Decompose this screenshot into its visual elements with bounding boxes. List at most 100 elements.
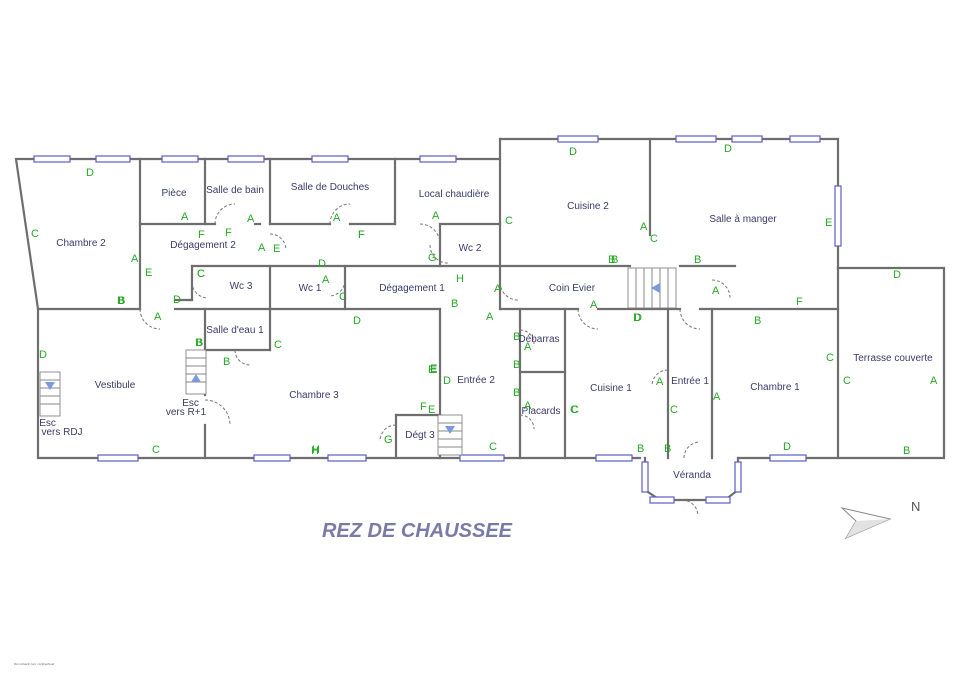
room-label: Dégagement 2 xyxy=(170,240,236,251)
wall-label: B xyxy=(118,295,125,307)
room-label: Dégt 3 xyxy=(405,430,435,441)
wall-label: A xyxy=(181,211,189,223)
wall-label: C xyxy=(505,215,513,227)
wall-label: C xyxy=(274,339,282,351)
wall-label: F xyxy=(198,229,205,241)
room-label-part: Esc xyxy=(39,418,56,429)
wall-label: A xyxy=(258,242,266,254)
wall-label: C xyxy=(489,441,497,453)
wall-label: C xyxy=(570,404,578,416)
room-label: Chambre 1 xyxy=(750,382,800,393)
wall-label: A xyxy=(640,221,648,233)
wall-label: D xyxy=(443,375,451,387)
doors xyxy=(139,203,731,517)
wall-label: G xyxy=(428,252,437,264)
room-label: Chambre 3 xyxy=(289,390,339,401)
wall-label: A xyxy=(247,213,255,225)
room-label: Dégagement 1 xyxy=(379,283,445,294)
room-label: Terrasse couverte xyxy=(853,353,933,364)
wall-label: D xyxy=(173,294,181,306)
wall-label: B xyxy=(195,337,202,349)
wall-label: B xyxy=(118,295,125,307)
wall-label: D xyxy=(39,349,47,361)
wall-label: C xyxy=(571,404,579,416)
wall-label: F xyxy=(420,401,427,413)
room-label: Débarras xyxy=(518,334,559,345)
wall-label: E xyxy=(273,243,280,255)
wall-label: C xyxy=(650,233,658,245)
footnote: Document non contractuel xyxy=(14,662,54,666)
wall-label: B xyxy=(223,356,230,368)
wall-label: E xyxy=(430,363,437,375)
wall-label: B xyxy=(754,315,761,327)
wall-label: B xyxy=(513,387,520,399)
wall-label: D xyxy=(724,143,732,155)
wall-label: D xyxy=(86,167,94,179)
wall-label: C xyxy=(826,352,834,364)
wall-label: B xyxy=(451,298,458,310)
wall-label: B xyxy=(611,254,618,266)
wall-label: H xyxy=(312,444,320,456)
room-label: Wc 1 xyxy=(299,283,322,294)
room-label-part: vers R+1 xyxy=(166,407,207,418)
room-label: Coin Evier xyxy=(549,283,596,294)
wall-label: A xyxy=(333,212,341,224)
wall-label: C xyxy=(339,291,347,303)
wall-label: C xyxy=(670,404,678,416)
room-label: Esc vers RDJ xyxy=(39,418,82,438)
wall-label: B xyxy=(694,254,701,266)
room-label: Véranda xyxy=(673,470,711,481)
wall-label: F xyxy=(358,229,365,241)
wall-label: C xyxy=(152,444,160,456)
wall-labels: D C B E A F A A A F A A C E G H D C D B … xyxy=(31,143,938,457)
wall-label: A xyxy=(486,311,494,323)
wall-label: D xyxy=(318,258,326,270)
wall-label: A xyxy=(656,376,664,388)
wall-label: E xyxy=(428,364,435,376)
wall-label: G xyxy=(384,434,393,446)
wall-label: C xyxy=(197,268,205,280)
wall-label: A xyxy=(154,311,162,323)
wall-label: E xyxy=(430,364,437,376)
wall-label: A xyxy=(524,400,532,412)
room-label: Chambre 2 xyxy=(56,238,106,249)
wall-label: F xyxy=(358,229,365,241)
room-label: Cuisine 1 xyxy=(590,383,632,394)
wall-label: B xyxy=(608,254,615,266)
room-label: Wc 3 xyxy=(230,281,253,292)
plan-title: REZ DE CHAUSSEE xyxy=(322,520,513,542)
wall-label: E xyxy=(825,217,832,229)
wall-label: C xyxy=(31,228,39,240)
wall-label: H xyxy=(456,273,464,285)
room-label: Vestibule xyxy=(95,380,136,391)
wall-label: D xyxy=(783,441,791,453)
wall-label: F xyxy=(225,227,232,239)
room-label: Salle de bain xyxy=(206,185,264,196)
room-label: Salle de Douches xyxy=(291,182,369,193)
wall-label: E xyxy=(428,404,435,416)
room-label: Salle à manger xyxy=(709,214,777,225)
room-labels: Pièce Salle de bain Salle de Douches Loc… xyxy=(39,182,933,481)
wall-label: A xyxy=(590,299,598,311)
wall-label: H xyxy=(311,445,319,457)
wall-label: D xyxy=(893,269,901,281)
room-label: Entrée 1 xyxy=(671,376,709,387)
windows xyxy=(33,135,842,504)
wall-label: B xyxy=(117,295,124,307)
wall-label: D xyxy=(633,312,641,324)
room-label: Wc 2 xyxy=(459,243,482,254)
wall-label: D xyxy=(569,146,577,158)
room-label: Local chaudière xyxy=(419,189,490,200)
wall-label: B xyxy=(513,359,520,371)
wall-label: C xyxy=(197,268,205,280)
room-label: Placards xyxy=(522,406,561,417)
wall-label: B xyxy=(903,445,910,457)
wall-label: D xyxy=(353,315,361,327)
wall-label: A xyxy=(712,285,720,297)
room-label: Cuisine 2 xyxy=(567,201,609,212)
wall-label: A xyxy=(713,391,721,403)
staircases xyxy=(39,267,677,456)
wall-label: A xyxy=(131,253,139,265)
wall-label: A xyxy=(494,283,502,295)
